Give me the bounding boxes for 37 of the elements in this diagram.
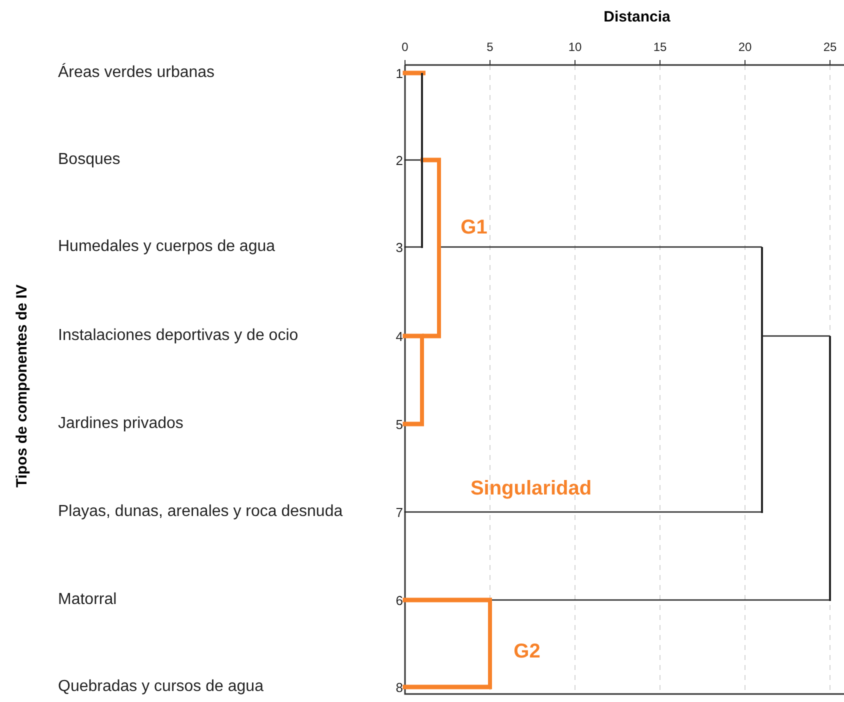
tick-label: 25 xyxy=(823,40,837,54)
dendrogram-link xyxy=(404,511,762,513)
dendrogram-link xyxy=(492,599,830,601)
case-number: 5 xyxy=(396,416,403,432)
dendrogram-link xyxy=(404,246,422,248)
case-number: 7 xyxy=(396,504,403,520)
category-label: Instalaciones deportivas y de ocio xyxy=(58,328,298,344)
axis-title: Distancia xyxy=(604,8,670,26)
dendrogram-link xyxy=(422,334,441,338)
tick-label: 15 xyxy=(653,40,667,54)
category-label: Jardines privados xyxy=(58,416,184,432)
tick-label: 10 xyxy=(568,40,582,54)
category-label: Matorral xyxy=(58,592,117,608)
case-number: 4 xyxy=(396,328,403,344)
category-label: Áreas verdes urbanas xyxy=(58,65,215,81)
dendrogram-link xyxy=(440,246,762,248)
cluster-label: Singularidad xyxy=(470,478,592,500)
case-number: 8 xyxy=(396,680,403,694)
case-number: 6 xyxy=(396,592,403,608)
axis-title: Tipos de componentes de IV xyxy=(14,284,30,488)
dendrogram-link xyxy=(402,70,426,76)
category-label: Humedales y cuerpos de agua xyxy=(58,239,276,255)
dendrogram-link xyxy=(402,422,424,426)
tick-label: 0 xyxy=(402,40,408,54)
tick-label: 5 xyxy=(486,40,494,54)
case-number: 3 xyxy=(396,240,403,254)
dendrogram-link xyxy=(404,159,422,161)
category-label: Quebradas y cursos de agua xyxy=(58,679,264,695)
category-label: Bosques xyxy=(58,152,120,168)
dendrogram-link xyxy=(402,684,492,690)
case-number: 1 xyxy=(396,66,403,80)
dendrogram-link xyxy=(762,335,830,337)
cluster-label: G2 xyxy=(514,640,540,664)
tick-label: 20 xyxy=(738,40,752,54)
case-number: 2 xyxy=(396,152,403,168)
cluster-label: G1 xyxy=(460,216,488,240)
category-label: Playas, dunas, arenales y roca desnuda xyxy=(58,504,343,520)
